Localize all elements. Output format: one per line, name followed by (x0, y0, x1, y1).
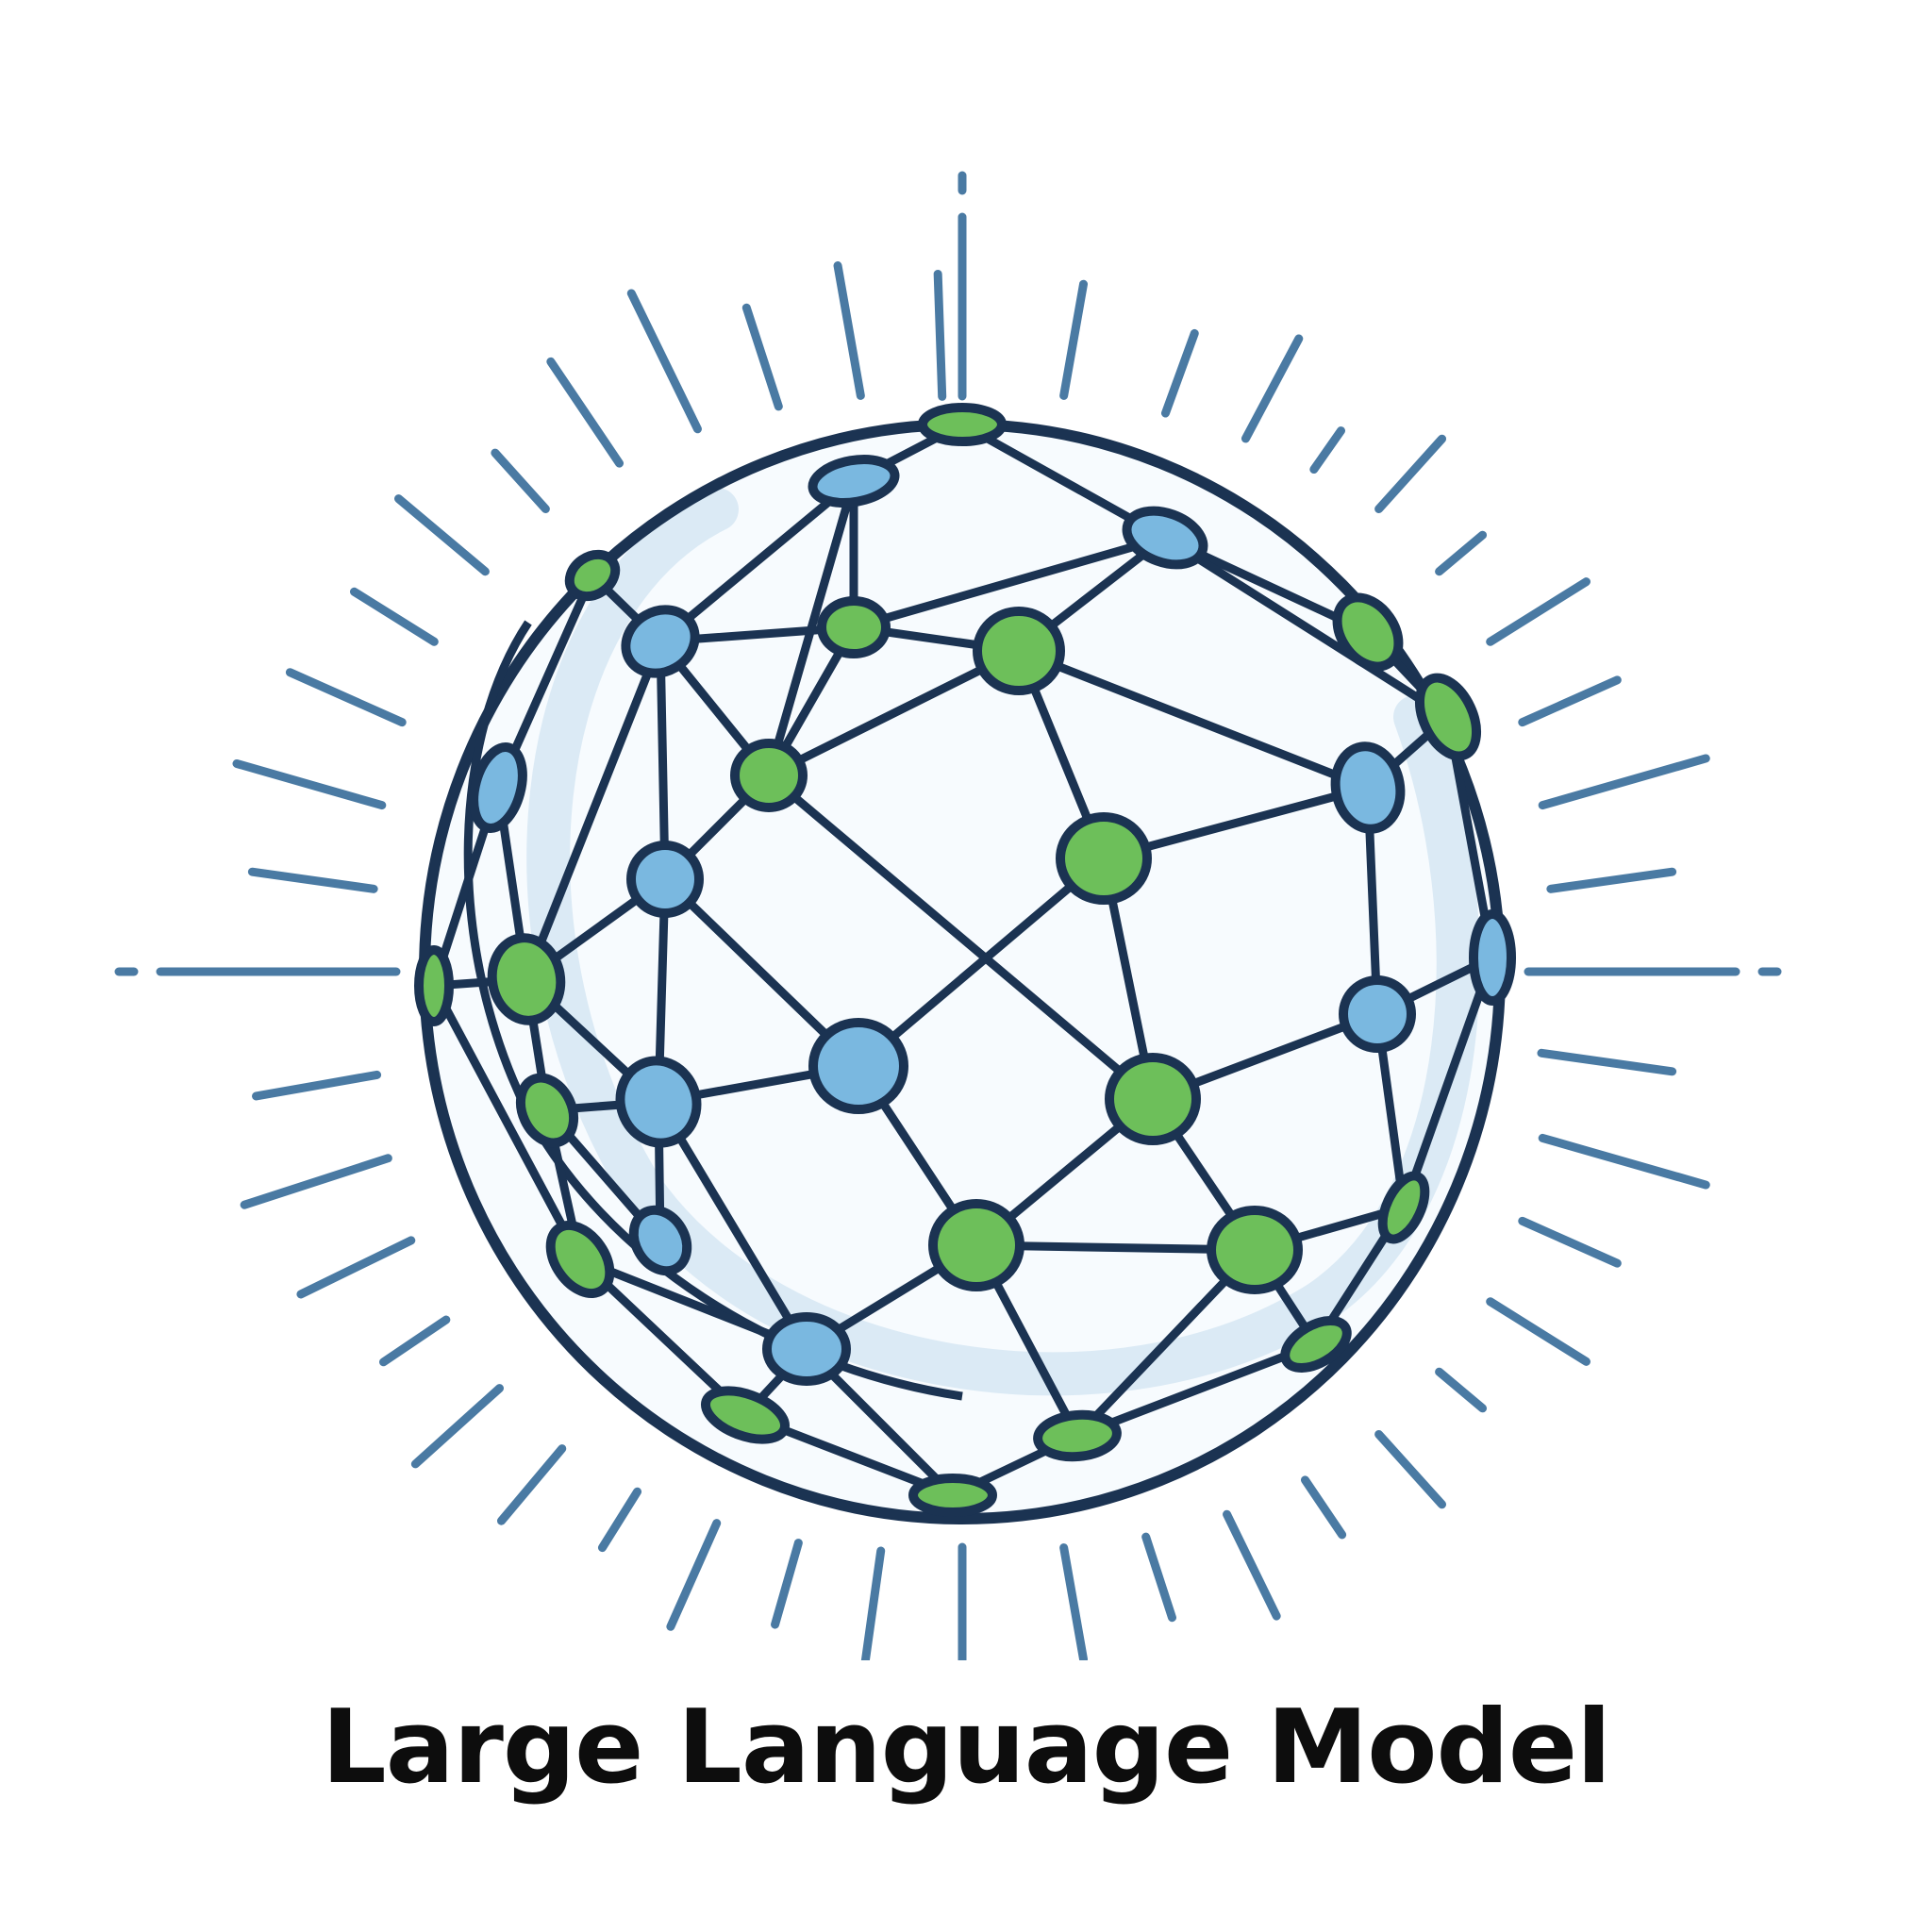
llm-network-sphere-illustration (114, 171, 1782, 1660)
ray-line (933, 269, 947, 401)
blue-node (1339, 975, 1416, 1053)
network-nodes (414, 403, 1516, 1517)
blue-node (1469, 909, 1516, 1006)
ray-line (232, 758, 387, 810)
network-edge (522, 637, 665, 984)
ray-line (1537, 1048, 1677, 1076)
network-edge (764, 646, 1024, 780)
blue-node (469, 742, 527, 833)
green-node (1332, 592, 1404, 672)
ray-line (1374, 1429, 1447, 1509)
green-node (817, 596, 891, 658)
blue-node (808, 455, 900, 508)
ray-line (741, 303, 783, 411)
green-node (414, 945, 454, 1026)
green-node (1414, 673, 1482, 761)
ray-line (285, 668, 407, 727)
ray-line (1518, 1216, 1622, 1268)
ray-line (296, 1236, 416, 1299)
ray-line (860, 1546, 886, 1660)
ray-line (1518, 675, 1622, 727)
green-node (928, 1199, 1024, 1291)
green-node (918, 403, 1007, 446)
green-node (1033, 1409, 1122, 1462)
network-edge (1160, 533, 1453, 722)
ray-line (1538, 754, 1710, 810)
blue-node (762, 1312, 851, 1386)
green-node (1280, 1316, 1352, 1373)
network-edge (854, 854, 1108, 1071)
ray-line (833, 261, 865, 400)
network-edge (1014, 646, 1373, 792)
blue-node (626, 841, 704, 918)
ray-line (1160, 328, 1199, 418)
ray-line (626, 289, 702, 434)
ray-line (410, 1384, 505, 1469)
network-edge (1399, 953, 1497, 1212)
ray-line (1059, 279, 1088, 400)
ray-line (1486, 1297, 1591, 1366)
network-edge (764, 771, 1158, 1104)
ray-line (1241, 334, 1304, 443)
ray-line (240, 1154, 392, 1209)
blue-node (808, 1018, 908, 1114)
ray-line (1486, 577, 1591, 646)
network-edge (654, 1097, 811, 1354)
blue-node (621, 605, 700, 678)
ray-line (1059, 1543, 1088, 1660)
ray-line (1374, 434, 1447, 514)
ray-line (393, 494, 490, 576)
green-node (564, 549, 621, 602)
ray-line (1435, 530, 1488, 576)
ray-line (666, 1519, 722, 1631)
blue-node (615, 1056, 702, 1148)
ray-line (1309, 426, 1346, 475)
ray-line (349, 587, 439, 646)
blue-node (628, 1205, 692, 1276)
network-edge (849, 533, 1170, 632)
blue-node (1122, 506, 1208, 570)
green-node (1207, 1206, 1303, 1294)
green-node (1056, 812, 1152, 905)
ray-line (1223, 1509, 1281, 1621)
ray-line (496, 1444, 567, 1525)
green-node (1105, 1053, 1201, 1145)
ray-line (252, 1070, 382, 1101)
ray-line (1300, 1475, 1347, 1540)
network-edge (429, 981, 585, 1264)
green-node (1377, 1171, 1430, 1244)
ray-line (1546, 867, 1677, 893)
ray-line (597, 1487, 642, 1553)
green-node (730, 739, 808, 812)
green-node (545, 1220, 615, 1299)
blue-node (1330, 741, 1406, 834)
ray-line (546, 357, 625, 468)
network-edge (656, 476, 858, 646)
ray-line (491, 448, 550, 514)
ray-line (247, 867, 378, 893)
ray-line (1538, 1133, 1710, 1190)
green-node (487, 933, 566, 1025)
green-node (973, 607, 1065, 695)
radiating-rays (114, 171, 1782, 1660)
green-node (908, 1474, 997, 1517)
ray-line (771, 1539, 803, 1629)
green-node (700, 1386, 791, 1444)
caption-title: Large Language Model (321, 1689, 1611, 1807)
green-node (515, 1073, 579, 1148)
ray-line (1435, 1367, 1488, 1413)
network-edge (656, 637, 670, 884)
ray-line (1141, 1532, 1176, 1623)
network-edge (1073, 1340, 1321, 1441)
ray-line (379, 1315, 451, 1367)
